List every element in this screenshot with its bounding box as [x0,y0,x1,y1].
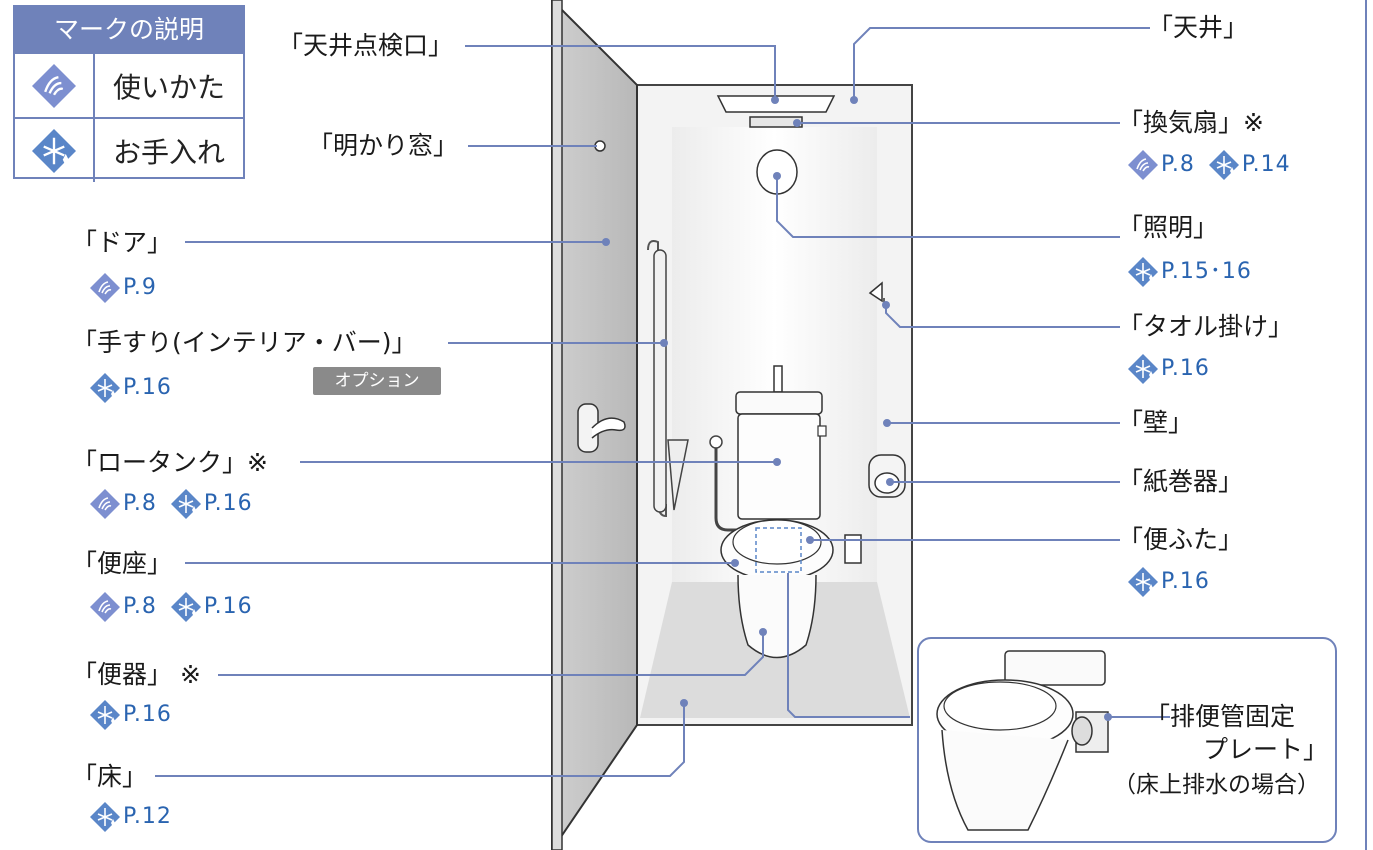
hand-icon [90,273,120,303]
label-pipe-note: （床上排水の場合） [1113,772,1320,798]
hand-icon [90,592,120,622]
ref-low-tank: P.8 P.16 [90,489,253,519]
toilet-seat-drawing [720,519,834,581]
hand-icon [1128,150,1158,180]
ref-door: P.9 [90,273,157,303]
legend-row-care: お手入れ [15,117,243,182]
label-bowl: 「便器」 ※ [72,660,201,689]
back-wall [672,127,877,592]
ref-floor: P.12 [90,802,172,832]
ref-light-page[interactable]: P.15･16 [1161,259,1252,284]
ref-fan-use[interactable]: P.8 [1161,152,1195,177]
label-fan: 「換気扇」※ [1118,108,1264,137]
legend-usage-label: 使いかた [112,70,225,104]
label-ceiling-hatch: 「天井点検口」 [278,31,454,60]
inset-toilet-drawing [936,650,1109,831]
ref-towel-page[interactable]: P.16 [1161,356,1210,381]
leader-floor [155,700,685,777]
door-edge [551,0,563,850]
sparkle-icon [1128,354,1158,384]
label-light: 「照明」 [1118,213,1219,242]
option-badge: オプション [313,367,441,395]
ref-fan: P.8 P.14 [1128,150,1291,180]
label-ceiling: 「天井」 [1148,13,1249,42]
sparkle-icon [90,373,120,403]
low-tank-drawing [735,365,827,520]
paper-holder-drawing [868,454,906,498]
sparkle-icon [90,700,120,730]
door-handle [577,403,626,453]
handrail-bar-body [653,249,667,513]
leader-light [776,174,1120,238]
toilet-bowl-drawing [737,574,817,659]
label-pipe-plate-1: 「排便管固定 [1145,702,1296,731]
label-paper: 「紙巻器」 [1118,467,1244,496]
legend-row-usage: 使いかた [15,52,243,117]
leader-bowl [218,632,764,676]
sparkle-icon [1128,567,1158,597]
legend-care-label: お手入れ [112,135,225,169]
ref-light: P.15･16 [1128,257,1252,287]
label-towel: 「タオル掛け」 [1118,312,1294,341]
hand-icon [90,489,120,519]
hand-icon [32,63,76,108]
ceiling-hatch [716,95,836,113]
label-lid: 「便ふた」 [1118,525,1244,554]
ref-handrail-page[interactable]: P.16 [123,375,172,400]
label-skylight: 「明かり窓」 [308,131,459,160]
ref-door-page[interactable]: P.9 [123,275,157,300]
legend-box: マークの説明 使いかた お手入れ [13,5,245,182]
room [551,0,913,850]
leader-inset [787,573,910,718]
legend-title: マークの説明 [15,7,243,52]
sparkle-icon [1128,257,1158,287]
leader-lines [155,27,1170,777]
ref-bowl: P.16 [90,700,172,730]
label-door: 「ドア」 [72,228,173,257]
label-pipe-plate-2: プレート」 [1203,735,1329,764]
ref-lid-page[interactable]: P.16 [1161,569,1210,594]
leader-dots [602,96,1112,721]
ref-low-tank-use[interactable]: P.8 [123,491,157,516]
ref-low-tank-care[interactable]: P.16 [203,491,253,516]
ref-seat: P.8 P.16 [90,592,253,622]
ref-handrail: P.16 [90,373,172,403]
label-wall: 「壁」 [1118,408,1194,437]
ref-floor-page[interactable]: P.12 [123,804,172,829]
label-seat: 「便座」 [72,549,173,578]
ref-seat-use[interactable]: P.8 [123,594,157,619]
handrail-bracket [667,439,689,511]
ref-bowl-page[interactable]: P.16 [123,702,172,727]
leader-towel [885,304,1120,328]
sparkle-icon [170,592,201,622]
ref-towel: P.16 [1128,354,1210,384]
wall-switch [844,534,862,564]
leader-ceiling [853,27,1150,100]
sparkle-icon [32,128,76,173]
inset-frame [917,637,1337,843]
ref-seat-care[interactable]: P.16 [203,594,253,619]
label-floor: 「床」 [72,762,148,791]
ref-lid: P.16 [1128,567,1210,597]
leader-ceiling-hatch [465,45,776,100]
supply-pipe [714,448,738,532]
ref-fan-care[interactable]: P.14 [1241,152,1291,177]
sparkle-icon [170,489,201,519]
label-low-tank: 「ロータンク」※ [72,448,268,477]
sparkle-icon [90,802,120,832]
sparkle-icon [1208,150,1239,180]
label-handrail: 「手すり(インテリア・バー)」 [72,328,417,357]
